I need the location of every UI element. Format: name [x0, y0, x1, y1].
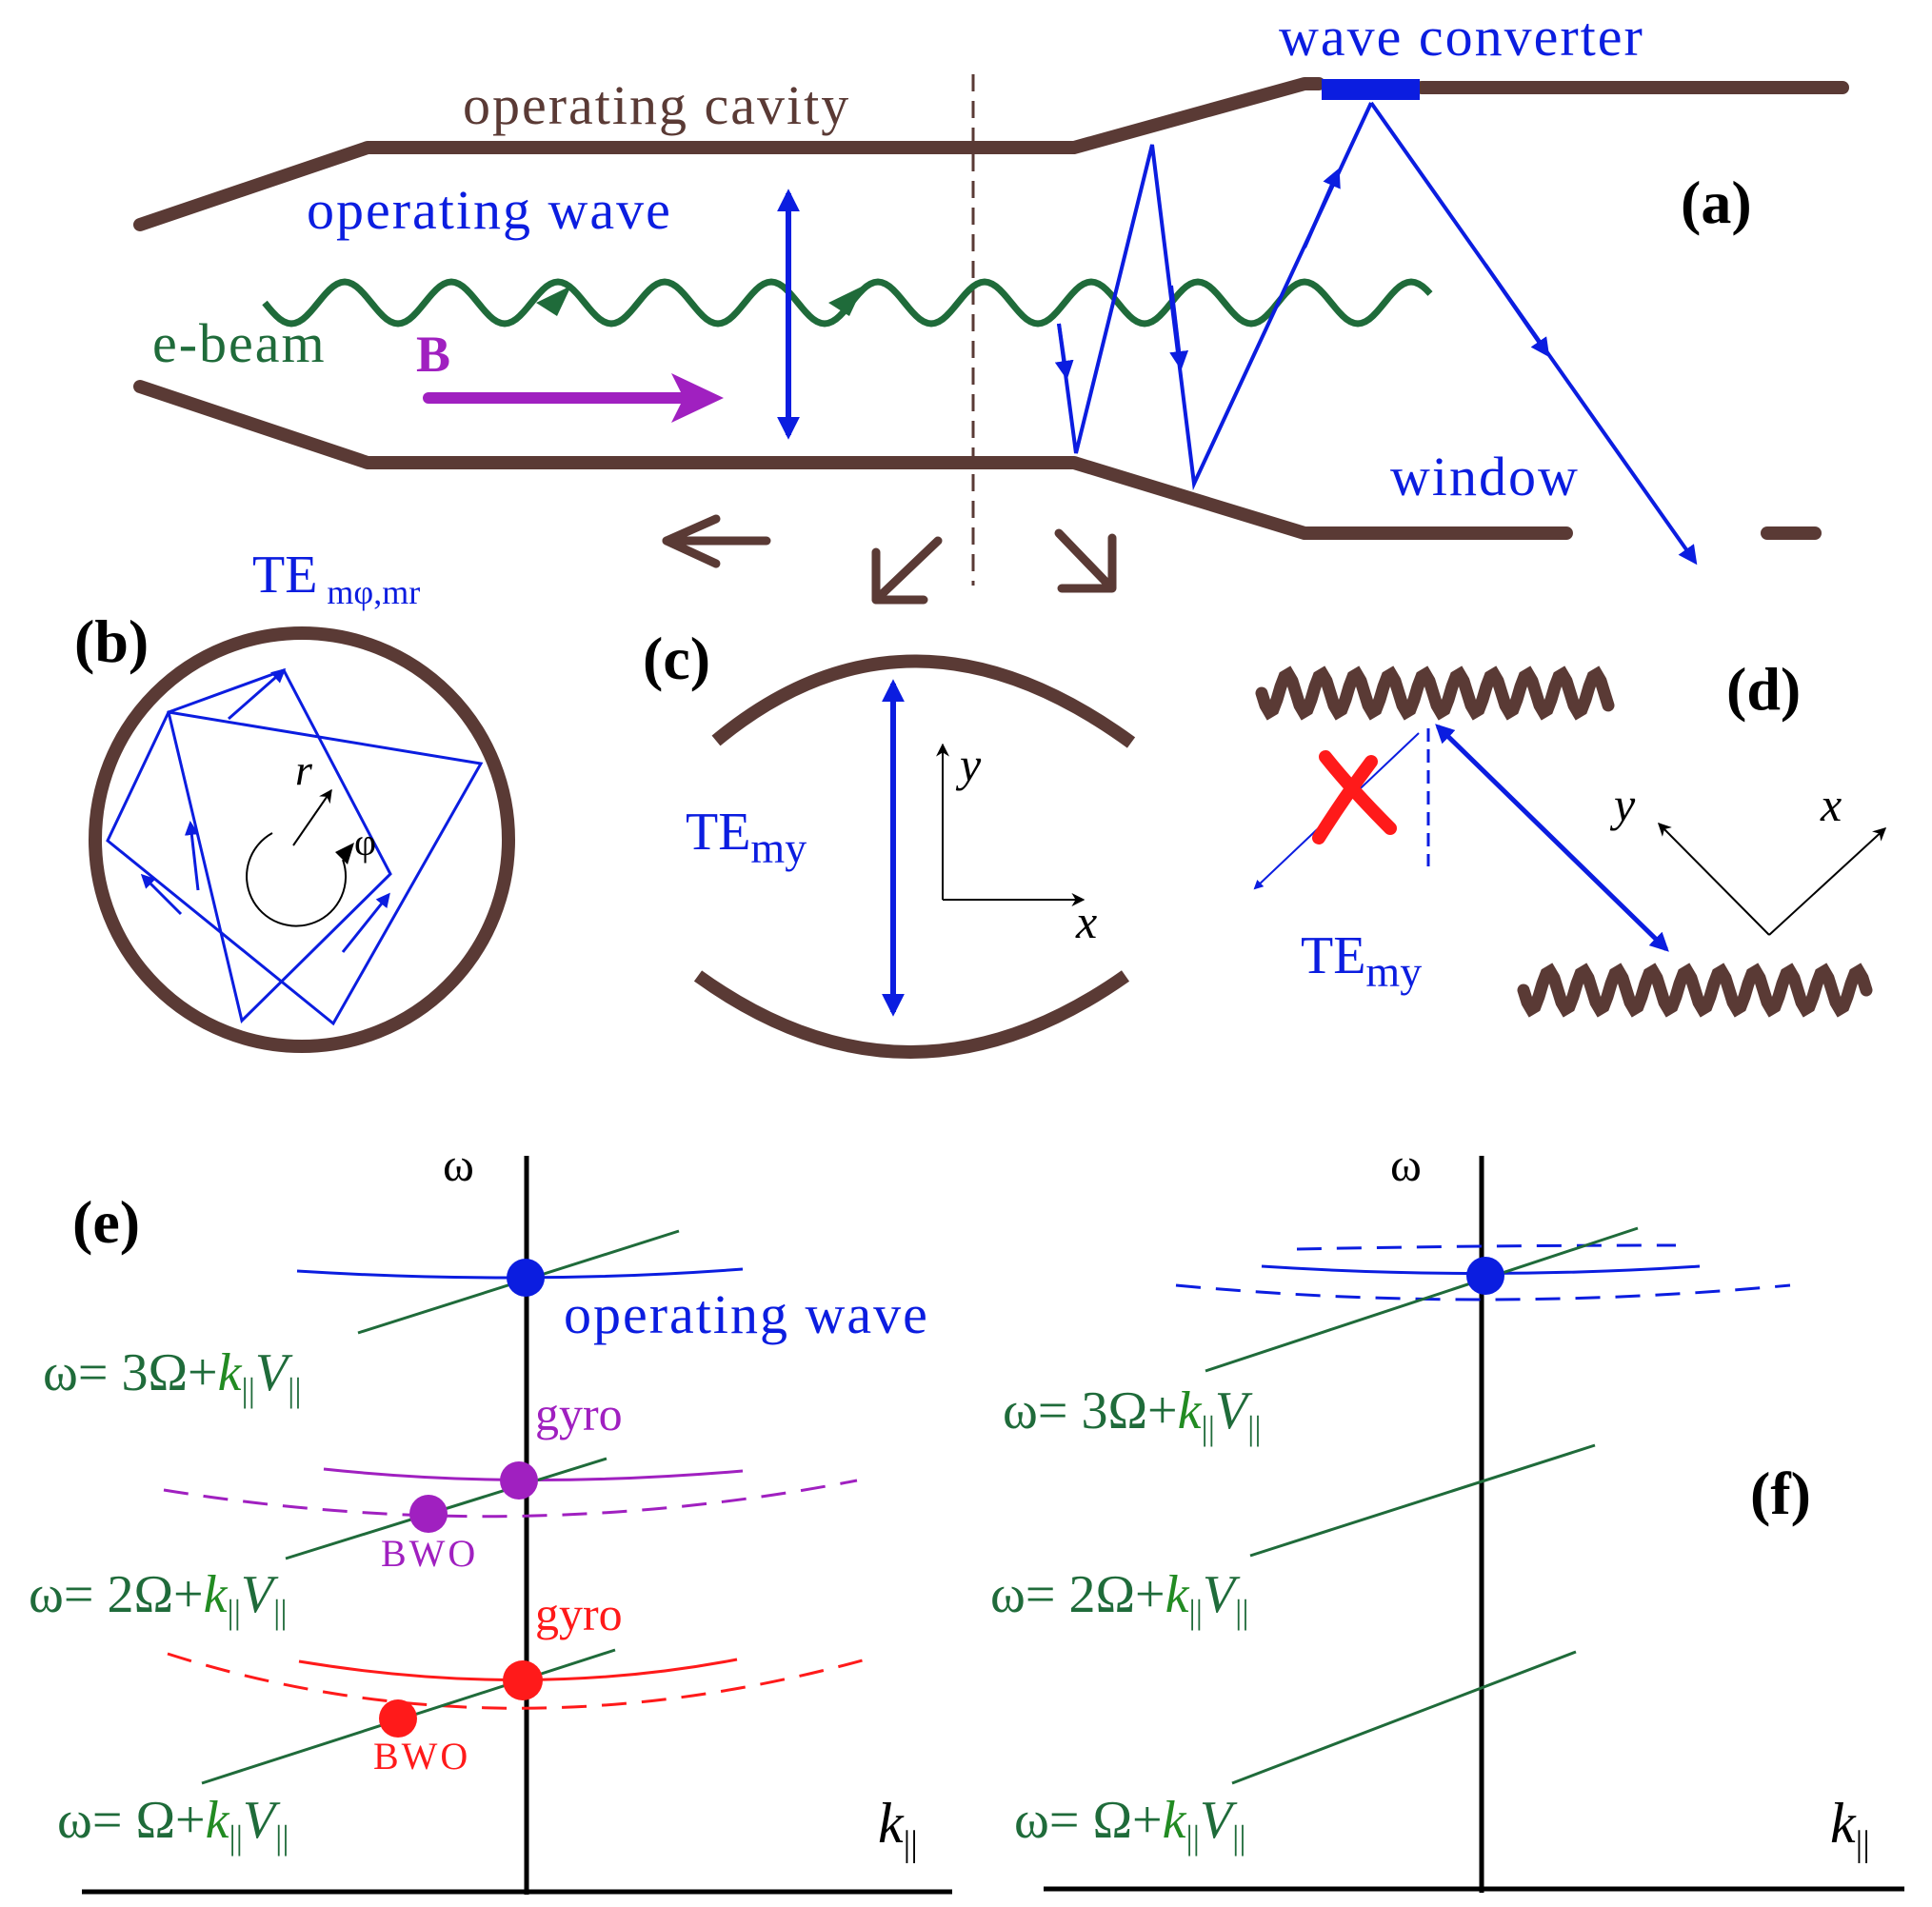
pointer-arrow-down-left [871, 536, 943, 605]
e-gyro-1-label: gyro [535, 1587, 623, 1640]
e-k-label: k|| [878, 1792, 918, 1864]
cavity-label: operating cavity [463, 74, 850, 136]
ray-arrow-b1 [228, 668, 287, 721]
cavity-upper-wall [133, 77, 1325, 231]
ray-arrow-b4 [341, 892, 390, 953]
ray-square-inner [167, 668, 392, 1023]
magnetic-field-arrowhead [671, 373, 724, 423]
ebeam-arrow-1 [536, 286, 571, 316]
panel-a: operating cavity operating wave wave con… [133, 6, 1849, 605]
ray-arrow-3 [1303, 168, 1341, 248]
f-resonance-label-3: ω= 3Ω+k||V|| [1003, 1381, 1262, 1447]
operating-wave-label: operating wave [307, 179, 672, 241]
f-resonance-line-2 [1249, 1443, 1596, 1558]
ray-arrow-b3 [140, 873, 183, 916]
f-k-label: k|| [1830, 1792, 1870, 1864]
e-second-harmonic-mode-dashed [163, 1479, 858, 1519]
pointer-arrow-left [662, 514, 771, 568]
ray-arrow-b2 [184, 821, 200, 891]
f-resonance-line-3 [1205, 1226, 1639, 1373]
d-x-label: x [1820, 778, 1842, 831]
ray-square-outer [106, 710, 484, 1026]
suppressed-cross [1312, 750, 1397, 844]
f-resonance-line-1 [1231, 1650, 1577, 1785]
field-label: B [416, 326, 450, 383]
azimuth-arrowhead [335, 843, 354, 864]
panel-c-label: (c) [643, 625, 710, 692]
panel-f: ω (f) ω= 3Ω+k||V|| ω= 2Ω+k||V|| ω= Ω+k||… [990, 1138, 1904, 1893]
converter-label: wave converter [1279, 6, 1644, 68]
c-y-label: y [955, 738, 982, 791]
e-bwo-2-label: BWO [381, 1532, 478, 1575]
azimuth-label: φ [354, 821, 376, 864]
ebeam-label: e-beam [152, 312, 327, 374]
d-y-label: y [1609, 778, 1636, 831]
e-gyro-1-point [503, 1660, 543, 1700]
window-label: window [1390, 446, 1580, 507]
e-bwo-1-label: BWO [373, 1735, 470, 1778]
pointer-arrow-down-right [1054, 528, 1117, 593]
e-fundamental-mode-dashed [167, 1652, 877, 1710]
upper-grating [1255, 665, 1615, 721]
e-operating-wave-label: operating wave [564, 1283, 929, 1345]
e-gyro-2-point [500, 1461, 538, 1500]
f-mode-dashed-upper [1296, 1243, 1677, 1251]
cavity-lower-wall [133, 380, 1573, 540]
waveguide-cross-section [89, 626, 515, 1053]
lower-mirror [693, 970, 1130, 1059]
panel-c-mode: TEmy [686, 803, 807, 872]
panel-e-label: (e) [72, 1188, 140, 1256]
upper-mirror [711, 654, 1136, 748]
e-resonance-label-1: ω= Ω+k||V|| [57, 1791, 289, 1857]
ray-arrow-1 [1054, 323, 1074, 380]
panel-d-mode: TEmy [1301, 926, 1422, 996]
e-omega-label: ω [443, 1138, 474, 1191]
f-operating-point [1466, 1257, 1504, 1295]
f-mode-dashed-lower [1175, 1283, 1791, 1301]
radius-label: r [295, 745, 313, 794]
panel-d: y x TEmy (d) [1253, 655, 1887, 1018]
e-bwo-1-point [379, 1699, 417, 1738]
panel-e: ω (e) operating wave gyro BWO gyro BWO ω… [29, 1138, 952, 1895]
e-bwo-2-point [409, 1495, 448, 1533]
ebeam-arrow-2 [828, 286, 864, 316]
panel-a-label: (a) [1681, 169, 1752, 236]
ray-arrow-2 [1169, 285, 1189, 370]
lower-grating [1517, 963, 1873, 1018]
c-x-label: x [1075, 895, 1097, 948]
e-resonance-label-3: ω= 3Ω+k||V|| [43, 1343, 302, 1409]
f-resonance-label-2: ω= 2Ω+k||V|| [990, 1565, 1249, 1631]
e-resonance-label-2: ω= 2Ω+k||V|| [29, 1565, 288, 1631]
panel-f-label: (f) [1750, 1460, 1811, 1527]
f-resonance-label-1: ω= Ω+k||V|| [1014, 1791, 1246, 1857]
output-ray-mid-arrow [1484, 263, 1550, 358]
wave-converter-mirror [1322, 79, 1420, 100]
panel-d-label: (d) [1726, 655, 1801, 723]
panel-c: y x TEmy (c) [643, 625, 1136, 1059]
d-x-axis [1768, 827, 1887, 936]
zigzag-ray [1057, 102, 1373, 491]
e-operating-point [507, 1259, 545, 1297]
d-y-axis [1658, 823, 1770, 936]
panel-b-label: (b) [74, 607, 149, 675]
f-omega-label: ω [1390, 1138, 1422, 1191]
e-gyro-2-label: gyro [535, 1387, 623, 1440]
radius-arrow [292, 788, 332, 846]
reflected-wave-arrow [1435, 724, 1669, 952]
azimuth-arc [246, 832, 348, 927]
